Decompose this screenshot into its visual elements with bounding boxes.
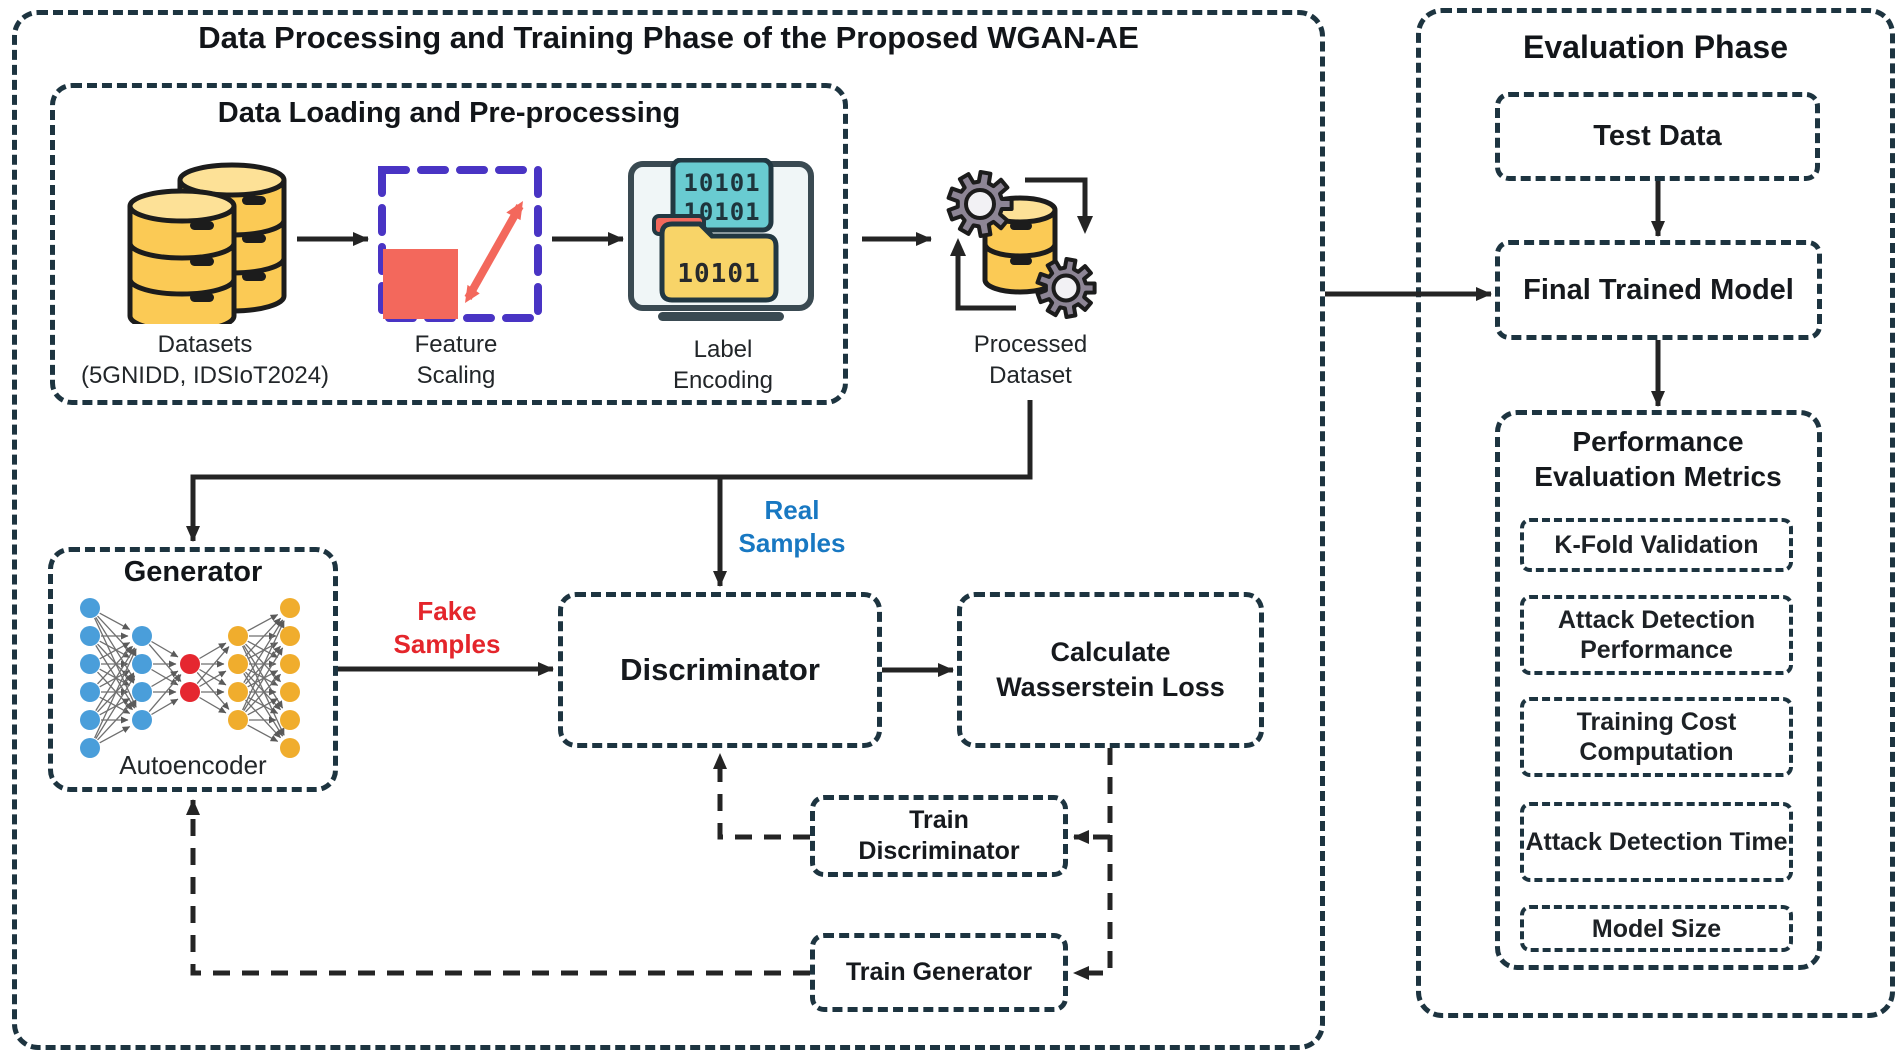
wasserstein-box: Calculate Wasserstein Loss (957, 592, 1264, 748)
datasets-caption-line2: (5GNIDD, IDSIoT2024) (80, 362, 330, 389)
evaluation-panel-title: Evaluation Phase (1523, 29, 1788, 65)
processed-dataset-icon (946, 170, 1097, 319)
performance-metrics-box (1495, 410, 1822, 970)
real-samples-label: Real Samples (738, 495, 846, 558)
label-encoding-caption: Label Encoding (672, 336, 774, 394)
databases-icon (127, 162, 287, 324)
processed-dataset-caption: Processed Dataset (973, 331, 1088, 389)
autoencoder-label: Autoencoder (119, 750, 267, 780)
wasserstein-label: Calculate Wasserstein Loss (996, 637, 1225, 702)
svg-text:10101: 10101 (677, 259, 760, 289)
datasets-caption: Datasets (5GNIDD, IDSIoT2024) (65, 329, 345, 391)
label-encoding-icon: 10101 10101 10101 (628, 158, 814, 321)
test-data-label: Test Data (1593, 120, 1722, 152)
discriminator-box: Discriminator (558, 592, 882, 748)
autoencoder-network-icon (80, 598, 300, 758)
feature-scaling-icon (378, 166, 542, 322)
metric-attack-detection-performance-box: Attack Detection Performance (1520, 595, 1793, 675)
final-trained-model-box: Final Trained Model (1495, 240, 1822, 340)
performance-metrics-title: Performance Evaluation Metrics (1534, 426, 1782, 492)
train-discriminator-label: Train Discriminator (858, 806, 1020, 865)
metric-kfold-box: K-Fold Validation (1520, 518, 1793, 572)
generator-title: Generator (123, 556, 263, 588)
test-data-box: Test Data (1495, 92, 1820, 181)
train-discriminator-box: Train Discriminator (810, 795, 1068, 877)
metric-training-cost-box: Training Cost Computation (1520, 697, 1793, 777)
svg-text:10101: 10101 (683, 169, 760, 197)
feature-scaling-caption: Feature Scaling (414, 331, 498, 389)
fake-samples-label: Fake Samples (393, 596, 501, 659)
final-trained-model-label: Final Trained Model (1523, 273, 1794, 306)
preprocessing-title: Data Loading and Pre-processing (217, 97, 681, 129)
training-panel-title: Data Processing and Training Phase of th… (198, 20, 1139, 55)
discriminator-label: Discriminator (620, 652, 820, 687)
metric-model-size-box: Model Size (1520, 905, 1793, 952)
train-generator-label: Train Generator (845, 958, 1033, 986)
datasets-caption-line1: Datasets (157, 331, 253, 358)
metric-attack-detection-time-box: Attack Detection Time (1520, 802, 1793, 882)
train-generator-box: Train Generator (810, 933, 1068, 1012)
